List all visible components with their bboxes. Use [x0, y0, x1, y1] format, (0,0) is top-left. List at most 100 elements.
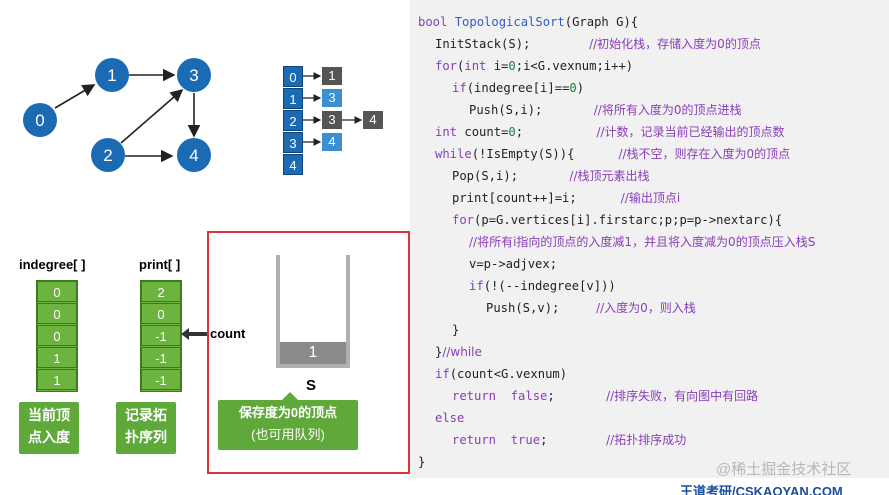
- code-line: if(indegree[i]==0): [452, 79, 584, 97]
- code-line: for(int i=0;i<G.vexnum;i++): [435, 57, 633, 75]
- code-token: //栈不空，则存在入度为0的顶点: [618, 147, 791, 161]
- graph-node-label-3: 3: [189, 66, 198, 85]
- adj-head-2: 2: [283, 110, 303, 131]
- indegree-cell-1: 0: [37, 303, 77, 324]
- stack-caption-pointer: [282, 392, 298, 400]
- indegree-caption-line1: 当前顶: [28, 407, 70, 423]
- code-token: 0: [508, 125, 516, 139]
- code-token: ;: [515, 125, 597, 139]
- stack-highlight-frame: [207, 231, 410, 474]
- code-line: if(count<G.vexnum): [435, 365, 567, 383]
- code-token: //排序失败，有向图中有回路: [606, 389, 759, 403]
- code-token: else: [435, 411, 465, 425]
- code-token: Push(S,v);: [486, 301, 597, 315]
- edge-2-3: [120, 88, 184, 144]
- code-token: //计数，记录当前已经输出的顶点数: [596, 125, 785, 139]
- code-token: //while: [442, 345, 482, 359]
- code-token: ;: [547, 389, 607, 403]
- print-caption: 记录拓 扑序列: [116, 402, 176, 454]
- adj-head-1: 1: [283, 88, 303, 109]
- code-token: (p=G.vertices[i].firstarc;p;p=p->nextarc…: [474, 213, 783, 227]
- stack-caption: 保存度为0的顶点 (也可用队列): [218, 400, 358, 450]
- code-line: print[count++]=i; //输出顶点i: [452, 189, 680, 207]
- print-caption-line2: 扑序列: [125, 429, 167, 445]
- graph-node-0: [23, 103, 57, 137]
- code-token: TopologicalSort: [454, 15, 565, 29]
- graph-node-label-0: 0: [35, 111, 44, 130]
- print-title: print[ ]: [139, 257, 181, 272]
- graph-node-1: [95, 58, 129, 92]
- code-token: //初始化栈，存储入度为0的顶点: [589, 37, 761, 51]
- code-line: Push(S,v); //入度为0，则入栈: [486, 299, 696, 317]
- adj-head-3: 3: [283, 132, 303, 153]
- graph-node-label-1: 1: [107, 66, 116, 85]
- code-line: InitStack(S); //初始化栈，存储入度为0的顶点: [435, 35, 761, 53]
- indegree-cell-2: 0: [37, 325, 77, 346]
- code-token: bool: [418, 15, 455, 29]
- code-line: while(!IsEmpty(S)){ //栈不空，则存在入度为0的顶点: [435, 145, 790, 163]
- print-caption-line1: 记录拓: [125, 407, 167, 423]
- code-token: i=: [493, 59, 509, 73]
- print-cell-3: -1: [141, 347, 181, 368]
- code-token: if: [469, 279, 484, 293]
- code-token: //将所有i指向的顶点的入度减1，并且将入度减为0的顶点压入栈S: [469, 235, 816, 249]
- code-token: if: [452, 81, 467, 95]
- code-line: return false; //排序失败，有向图中有回路: [452, 387, 758, 405]
- code-token: (!(--indegree[v])): [483, 279, 616, 293]
- watermark-juejin: @稀土掘金技术社区: [716, 461, 852, 478]
- code-line: }: [418, 453, 425, 471]
- graph-node-3: [177, 58, 211, 92]
- code-token: (!IsEmpty(S)){: [471, 147, 619, 161]
- code-token: Pop(S,i);: [452, 169, 570, 183]
- adjacency-list: 0 1 2 3 4 1 3 3 4 4: [283, 66, 393, 176]
- code-line: //将所有i指向的顶点的入度减1，并且将入度减为0的顶点压入栈S: [469, 233, 815, 251]
- count-label: count: [210, 326, 246, 341]
- print-cell-1: 0: [141, 303, 181, 324]
- code-token: ;: [540, 433, 607, 447]
- print-cell-0: 2: [141, 281, 181, 302]
- code-line: else: [435, 409, 464, 427]
- code-token: v=p->adjvex;: [469, 257, 558, 271]
- code-token: for: [452, 213, 475, 227]
- indegree-caption-line2: 点入度: [28, 429, 70, 445]
- print-cell-2: -1: [141, 325, 181, 346]
- code-line: for(p=G.vertices[i].firstarc;p;p=p->next…: [452, 211, 782, 229]
- code-token: (: [457, 59, 465, 73]
- code-token: while: [435, 147, 472, 161]
- stack-container: 1: [276, 255, 350, 368]
- directed-graph: 0 1 2 3 4: [23, 58, 211, 172]
- code-token: count=: [464, 125, 509, 139]
- code-token: for: [435, 59, 458, 73]
- graph-node-label-4: 4: [189, 146, 198, 165]
- stack-caption-line2: (也可用队列): [251, 427, 325, 442]
- code-token: int: [435, 125, 465, 139]
- indegree-cell-0: 0: [37, 281, 77, 302]
- code-token: //栈顶元素出栈: [569, 169, 650, 183]
- code-token: //拓扑排序成功: [606, 433, 687, 447]
- code-token: }: [418, 455, 426, 469]
- code-token: InitStack(S);: [435, 37, 590, 51]
- code-token: ;i<G.vexnum;i++): [515, 59, 634, 73]
- code-token: //输出顶点i: [620, 191, 681, 205]
- adj-node-2-3: 3: [322, 111, 342, 129]
- code-line: }//while: [435, 343, 482, 361]
- indegree-array: 0 0 0 1 1: [36, 280, 78, 392]
- code-token: return true: [452, 433, 541, 447]
- code-panel: bool TopologicalSort(Graph G){ InitStack(…: [410, 0, 889, 478]
- code-token: (Graph G){: [564, 15, 639, 29]
- code-line: return true; //拓扑排序成功: [452, 431, 686, 449]
- code-line: bool TopologicalSort(Graph G){: [418, 13, 638, 31]
- code-token: 0: [569, 81, 577, 95]
- code-token: Push(S,i);: [469, 103, 594, 117]
- count-pointer-arrow: [181, 328, 208, 340]
- stack-top-element: 1: [280, 342, 346, 364]
- code-line: Push(S,i); //将所有入度为0的顶点进栈: [469, 101, 741, 119]
- code-token: (indegree[i]==: [466, 81, 570, 95]
- indegree-cell-4: 1: [37, 369, 77, 390]
- adj-node-1-3: 3: [322, 89, 342, 107]
- code-token: if: [435, 367, 450, 381]
- code-token: return false: [452, 389, 548, 403]
- code-line: Pop(S,i); //栈顶元素出栈: [452, 167, 650, 185]
- code-token: 0: [508, 59, 516, 73]
- graph-node-label-2: 2: [103, 146, 112, 165]
